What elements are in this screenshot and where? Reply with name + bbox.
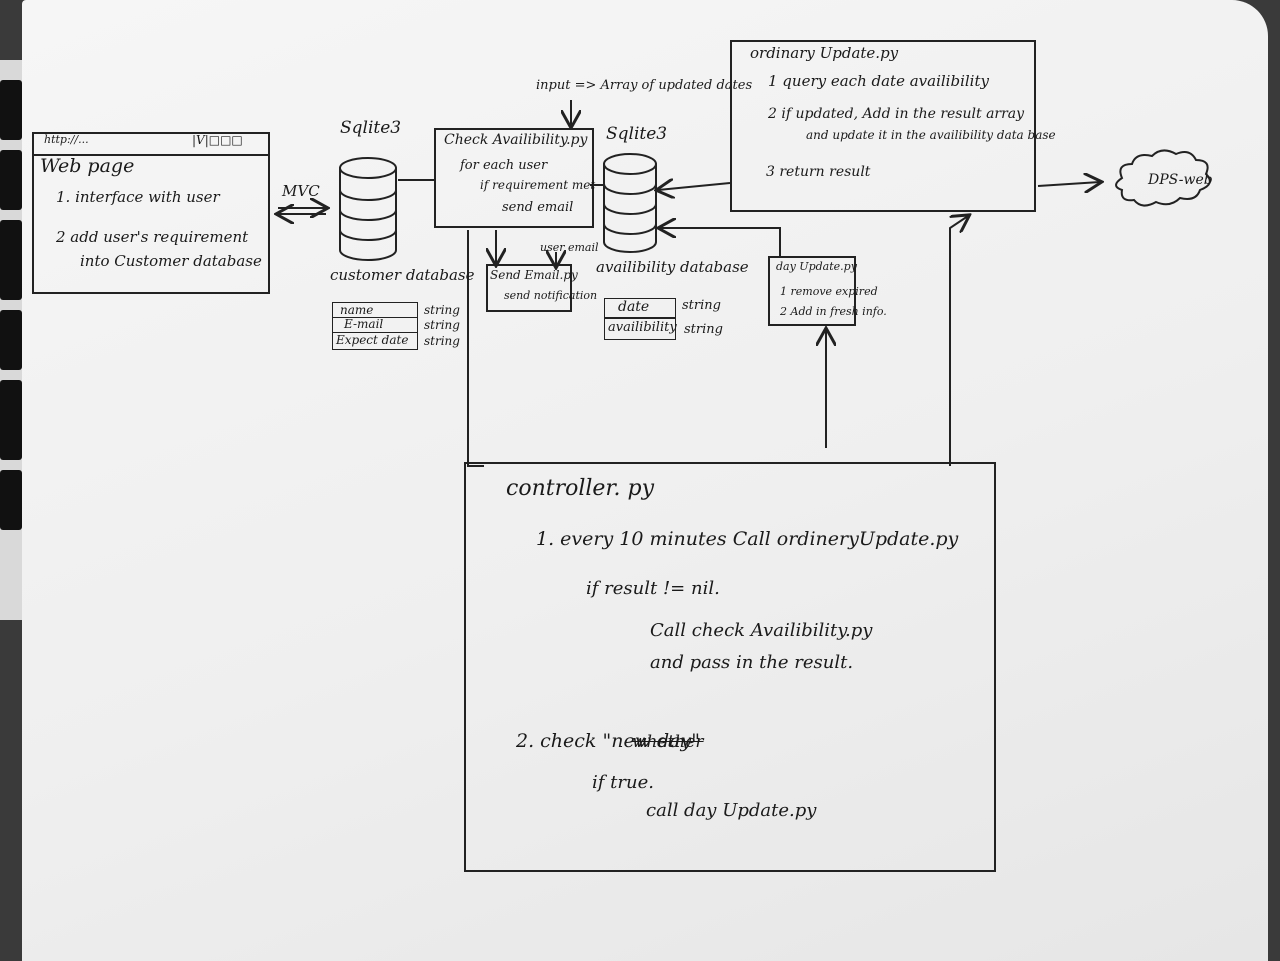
keyboard-key [0,150,22,210]
controller-struck-word: whether [632,732,704,752]
keyboard-key [0,470,22,530]
user-email-label: user email [540,241,599,254]
customer-db-label: customer database [330,266,475,284]
day-update-step: 2 Add in fresh info. [780,305,887,318]
dps-web-cloud [1115,149,1211,207]
keyboard-key [0,80,22,140]
customer-field-row [332,332,418,350]
keyboard-key [0,310,22,370]
check-availability-line: if requirement met [480,178,596,192]
customer-db-engine: Sqlite3 [340,118,402,138]
controller-line: if result != nil. [586,578,720,599]
webpage-item: 1. interface with user [56,188,220,206]
webpage-controls: |V|□□□ [192,133,243,147]
browser-bar [34,134,268,156]
webpage-item: into Customer database [80,252,262,270]
webpage-title: Web page [40,155,135,177]
ordinary-update-step: 3 return result [766,164,871,180]
webpage-url: http://... [44,133,89,146]
controller-line: and pass in the result. [650,652,854,673]
paper-sheet [22,0,1268,961]
dps-web-label: DPS-web [1148,172,1213,188]
controller-line: call day Update.py [646,800,817,821]
availability-field-row [604,318,676,340]
check-availability-line: send email [502,200,574,215]
customer-field-type: string [424,318,460,332]
controller-line: if true. [592,772,654,793]
input-note: input => Array of updated dates [536,78,753,93]
availability-db-engine: Sqlite3 [606,124,668,144]
day-update-step: 1 remove expired [780,285,878,298]
controller-line: 1. every 10 minutes Call ordineryUpdate.… [536,528,959,550]
availability-field-name: availibility [608,320,677,335]
keyboard-key [0,380,22,460]
customer-field-name: E-mail [344,317,384,331]
availability-field-type: string [684,322,723,337]
customer-field-type: string [424,303,460,317]
availability-field-name: date [618,299,650,315]
controller-box [464,462,996,872]
mvc-label: MVC [282,182,320,200]
ordinary-update-step: and update it in the availibility data b… [806,128,1056,142]
customer-field-name: name [340,303,374,317]
controller-line: 2. check "new day" [516,730,700,752]
webpage-box [32,132,270,294]
check-availability-line: for each user [460,158,548,173]
ordinary-update-step: 2 if updated, Add in the result array [768,106,1025,122]
day-update-title: day Update.py [776,260,857,273]
availability-field-type: string [682,298,721,313]
customer-field-name: Expect date [336,333,409,347]
webpage-item: 2 add user's requirement [56,228,249,246]
customer-field-type: string [424,334,460,348]
keyboard-key [0,220,22,300]
send-email-title: Send Email.py [490,268,578,282]
ordinary-update-box [730,40,1036,212]
send-email-box [486,264,572,312]
ordinary-update-title: ordinary Update.py [750,44,899,62]
send-email-line: send notification [504,289,598,302]
customer-db-cylinder [339,157,397,261]
controller-line: Call check Availibility.py [650,620,873,641]
availability-db-label: availibility database [596,258,749,276]
availability-field-row [604,298,676,318]
controller-title: controller. py [506,476,655,501]
check-availability-box [434,128,594,228]
check-availability-title: Check Availibility.py [444,132,588,148]
ordinary-update-step: 1 query each date availibility [768,72,989,90]
day-update-box [768,256,856,326]
availability-db-cylinder [603,153,657,253]
